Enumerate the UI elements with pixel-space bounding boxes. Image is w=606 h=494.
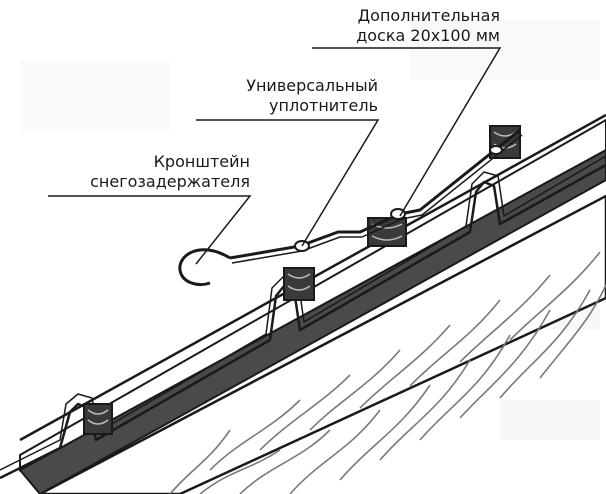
label-snow-guard-bracket-line2: снегозадержателя: [90, 172, 250, 191]
leader-board: [312, 47, 502, 217]
batten-middle: [283, 267, 315, 301]
label-snow-guard-bracket: Кронштейн снегозадержателя: [86, 152, 250, 192]
insulation-layer: [39, 194, 606, 494]
leader-bracket: [48, 195, 252, 265]
label-additional-board-line2: доска 20х100 мм: [356, 26, 500, 45]
batten-lower: [83, 403, 113, 435]
bracket-hook: [178, 248, 231, 286]
sealant-blobs: [294, 145, 503, 252]
leader-sealant: [196, 119, 380, 247]
leader-lines: [48, 47, 502, 265]
label-additional-board: Дополнительная доска 20х100 мм: [300, 6, 500, 46]
label-universal-sealant-line2: уплотнитель: [269, 96, 378, 115]
label-additional-board-line1: Дополнительная: [357, 6, 500, 25]
label-snow-guard-bracket-line1: Кронштейн: [153, 152, 250, 171]
label-universal-sealant-line1: Универсальный: [246, 76, 378, 95]
label-universal-sealant: Универсальный уплотнитель: [190, 76, 378, 116]
